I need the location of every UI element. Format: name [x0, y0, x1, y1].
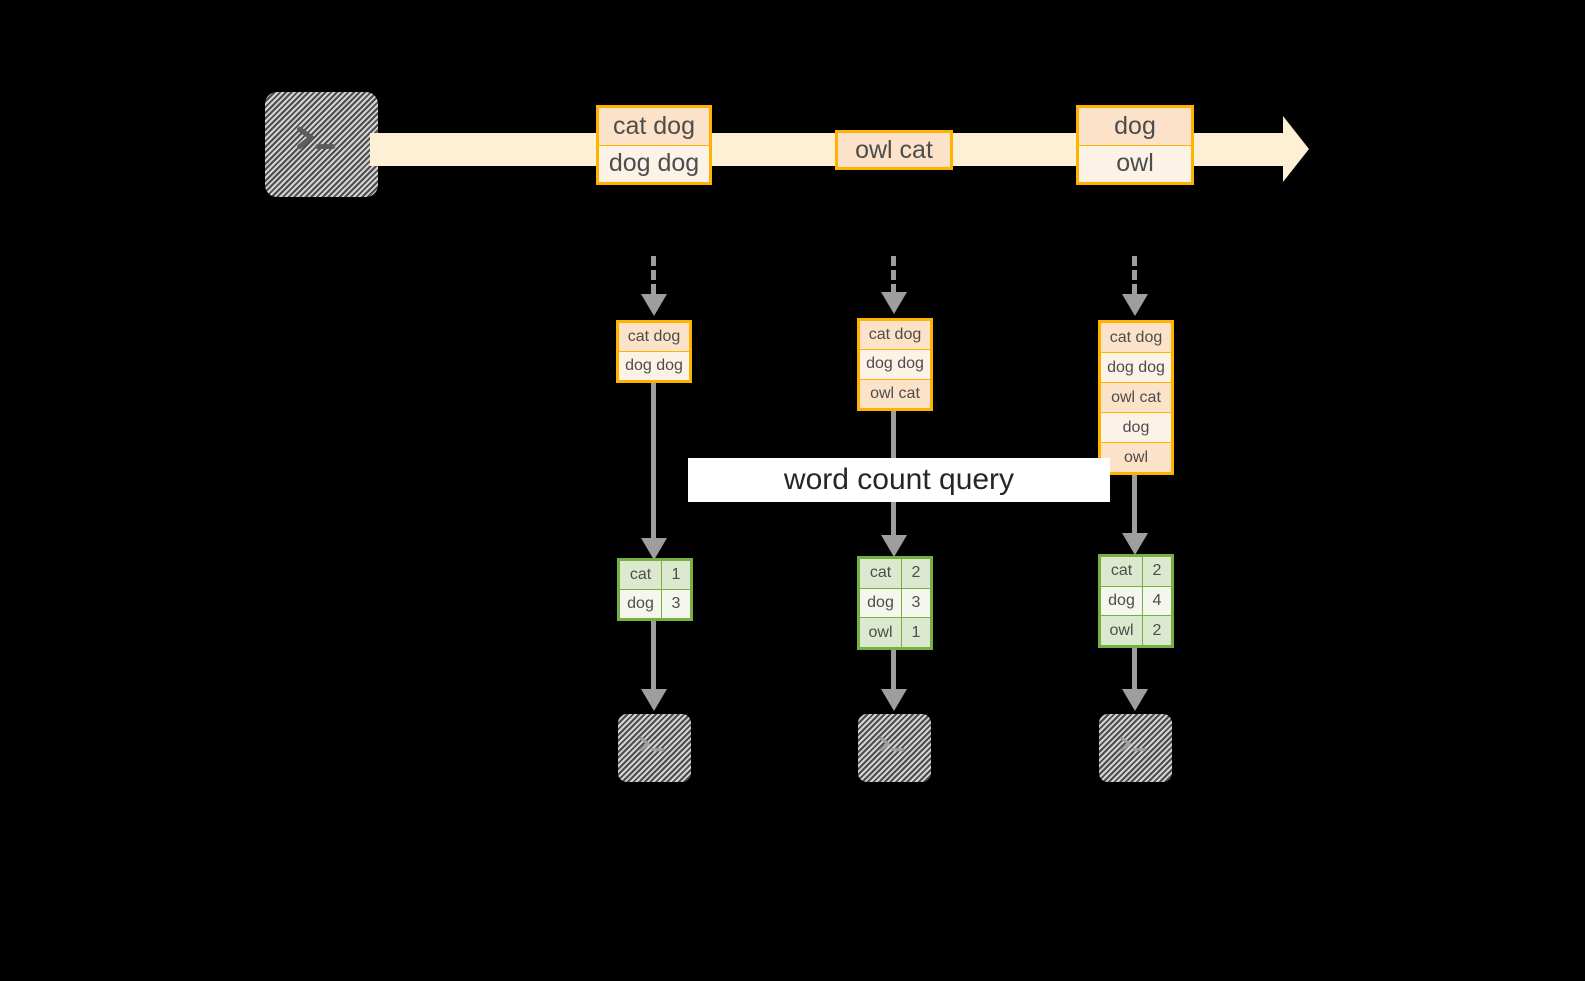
snapshot-1-input-line-0: cat dog [860, 321, 930, 351]
snapshot-1-result-word-1: dog [860, 588, 902, 618]
snapshot-2-result-word-2: owl [1101, 616, 1143, 646]
snapshot-0-ingest-arrow-line [651, 256, 656, 294]
snapshot-2-input-line-4: owl [1101, 443, 1171, 472]
snapshot-1-output-arrow-line [891, 650, 896, 689]
snapshot-2-input-line-1: dog dog [1101, 353, 1171, 383]
stream-event-2-line-0: dog [1079, 108, 1191, 146]
table-row: cat 2 [1101, 557, 1171, 587]
snapshot-2-ingest-arrow-line [1132, 256, 1137, 294]
snapshot-1-result-count-2: 1 [911, 623, 921, 641]
snapshot-2-input-line-2: owl cat [1101, 383, 1171, 413]
stream-event-1-line-0: owl cat [838, 133, 950, 167]
snapshot-0-result-count-1: 3 [671, 595, 681, 612]
snapshot-1-sink-terminal-icon [858, 714, 931, 782]
snapshot-2-result-word-1: dog [1101, 586, 1143, 616]
snapshot-1-query-arrow-head-icon [881, 535, 907, 557]
stream-event-1: owl cat [835, 130, 953, 170]
query-label-band: word count query [688, 458, 1110, 502]
snapshot-0-query-arrow-line [651, 383, 656, 538]
snapshot-2-input-records: cat dog dog dog owl cat dog owl [1098, 320, 1174, 475]
snapshot-2-result-word-0: cat [1101, 557, 1143, 586]
table-row: dog 3 [620, 590, 690, 618]
table-row: cat 2 [860, 559, 930, 589]
table-row: dog 3 [860, 588, 930, 619]
terminal-prompt-glyph [879, 736, 905, 752]
snapshot-0-result-word-1: dog [620, 590, 662, 618]
snapshot-1-result-count-1: 3 [911, 594, 921, 611]
snapshot-1-result-table: cat 2 dog 3 owl 1 [857, 556, 933, 650]
snapshot-0-query-arrow-head-icon [641, 538, 667, 560]
stream-event-0-line-1: dog dog [599, 145, 709, 182]
snapshot-1-ingest-arrow-line [891, 256, 896, 294]
snapshot-1-input-line-2: owl cat [860, 379, 930, 408]
snapshot-0-result-table: cat 1 dog 3 [617, 558, 693, 621]
table-row: owl 2 [1101, 616, 1171, 646]
snapshot-0-input-line-0: cat dog [619, 323, 689, 352]
snapshot-0-output-arrow-head-icon [641, 689, 667, 711]
table-row: owl 1 [860, 618, 930, 648]
snapshot-1-result-count-0: 2 [911, 564, 921, 582]
snapshot-2-query-arrow-head-icon [1122, 533, 1148, 555]
snapshot-0-ingest-arrow-head-icon [641, 294, 667, 316]
snapshot-0-result-count-0: 1 [671, 566, 681, 583]
snapshot-1-input-records: cat dog dog dog owl cat [857, 318, 933, 411]
snapshot-1-ingest-arrow-head-icon [881, 292, 907, 314]
snapshot-0-output-arrow-line [651, 621, 656, 689]
snapshot-2-input-line-3: dog [1101, 413, 1171, 443]
snapshot-1-input-line-1: dog dog [860, 350, 930, 380]
snapshot-0-sink-terminal-icon [618, 714, 691, 782]
table-row: dog 4 [1101, 586, 1171, 617]
terminal-prompt-glyph [639, 736, 665, 752]
snapshot-2-sink-terminal-icon [1099, 714, 1172, 782]
page-title: word count query [783, 463, 1015, 496]
snapshot-1-result-word-2: owl [860, 618, 902, 648]
stream-event-0-line-0: cat dog [599, 108, 709, 146]
terminal-prompt-glyph [1120, 736, 1146, 752]
snapshot-2-input-line-0: cat dog [1101, 323, 1171, 353]
snapshot-0-input-records: cat dog dog dog [616, 320, 692, 383]
snapshot-2-query-arrow-line [1132, 475, 1137, 533]
source-terminal-icon [265, 92, 378, 197]
snapshot-0-result-word-0: cat [620, 561, 662, 589]
snapshot-2-result-count-2: 2 [1152, 621, 1162, 639]
table-row: cat 1 [620, 561, 690, 590]
snapshot-2-output-arrow-head-icon [1122, 689, 1148, 711]
snapshot-2-ingest-arrow-head-icon [1122, 294, 1148, 316]
snapshot-1-result-word-0: cat [860, 559, 902, 588]
snapshot-0-input-line-1: dog dog [619, 352, 689, 380]
snapshot-2-result-count-1: 4 [1152, 592, 1162, 609]
terminal-prompt-glyph [297, 126, 336, 150]
snapshot-2-result-count-0: 2 [1152, 562, 1162, 580]
stream-event-0: cat dog dog dog [596, 105, 712, 185]
snapshot-1-output-arrow-head-icon [881, 689, 907, 711]
snapshot-2-result-table: cat 2 dog 4 owl 2 [1098, 554, 1174, 648]
stream-arrow-head-icon [1283, 116, 1309, 182]
snapshot-2-output-arrow-line [1132, 648, 1137, 689]
stream-event-2: dog owl [1076, 105, 1194, 185]
stream-event-2-line-1: owl [1079, 145, 1191, 182]
